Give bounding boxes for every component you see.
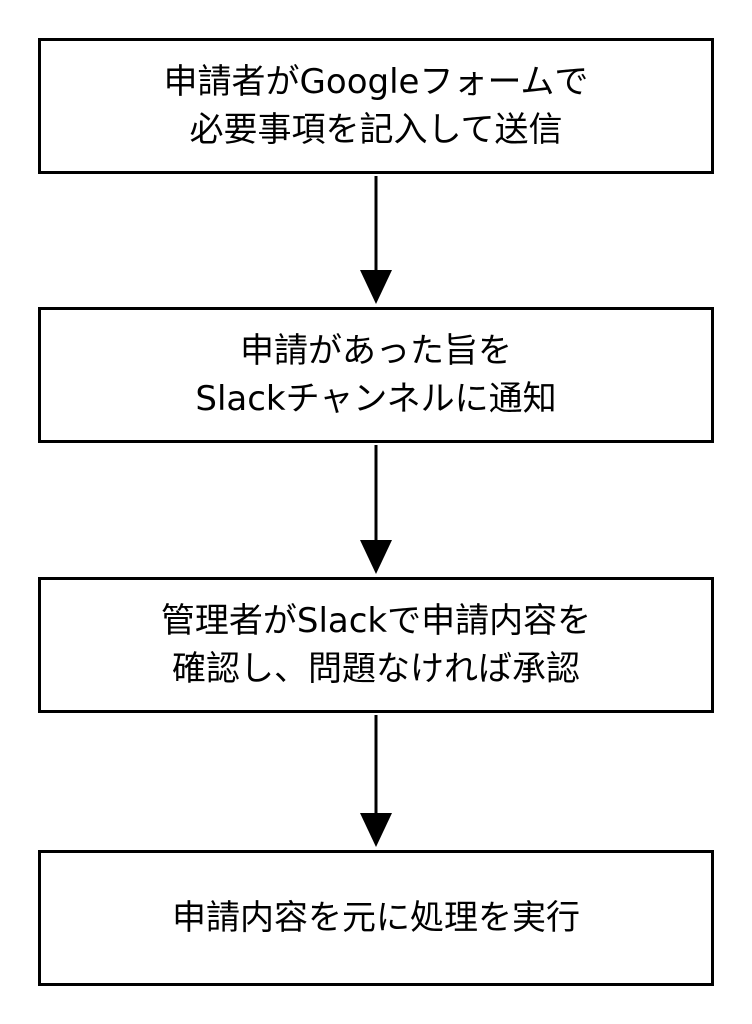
step-admin-approve: 管理者がSlackで申請内容を 確認し、問題なければ承認 bbox=[38, 577, 714, 713]
arrow-2-3 bbox=[360, 445, 392, 574]
step-text: 申請者がGoogleフォームで bbox=[163, 62, 589, 102]
step-execute: 申請内容を元に処理を実行 bbox=[38, 850, 714, 986]
arrow-1-2 bbox=[360, 176, 392, 304]
step-text: 申請があった旨を bbox=[240, 331, 512, 371]
arrow-3-4 bbox=[360, 715, 392, 847]
step-text: 必要事項を記入して送信 bbox=[189, 110, 563, 150]
step-text: 確認し、問題なければ承認 bbox=[172, 649, 580, 689]
step-text: 管理者がSlackで申請内容を bbox=[160, 601, 592, 641]
step-text: Slackチャンネルに通知 bbox=[195, 379, 557, 419]
step-text: 申請内容を元に処理を実行 bbox=[172, 898, 580, 938]
step-slack-notify: 申請があった旨を Slackチャンネルに通知 bbox=[38, 307, 714, 443]
step-submit-form: 申請者がGoogleフォームで 必要事項を記入して送信 bbox=[38, 38, 714, 174]
